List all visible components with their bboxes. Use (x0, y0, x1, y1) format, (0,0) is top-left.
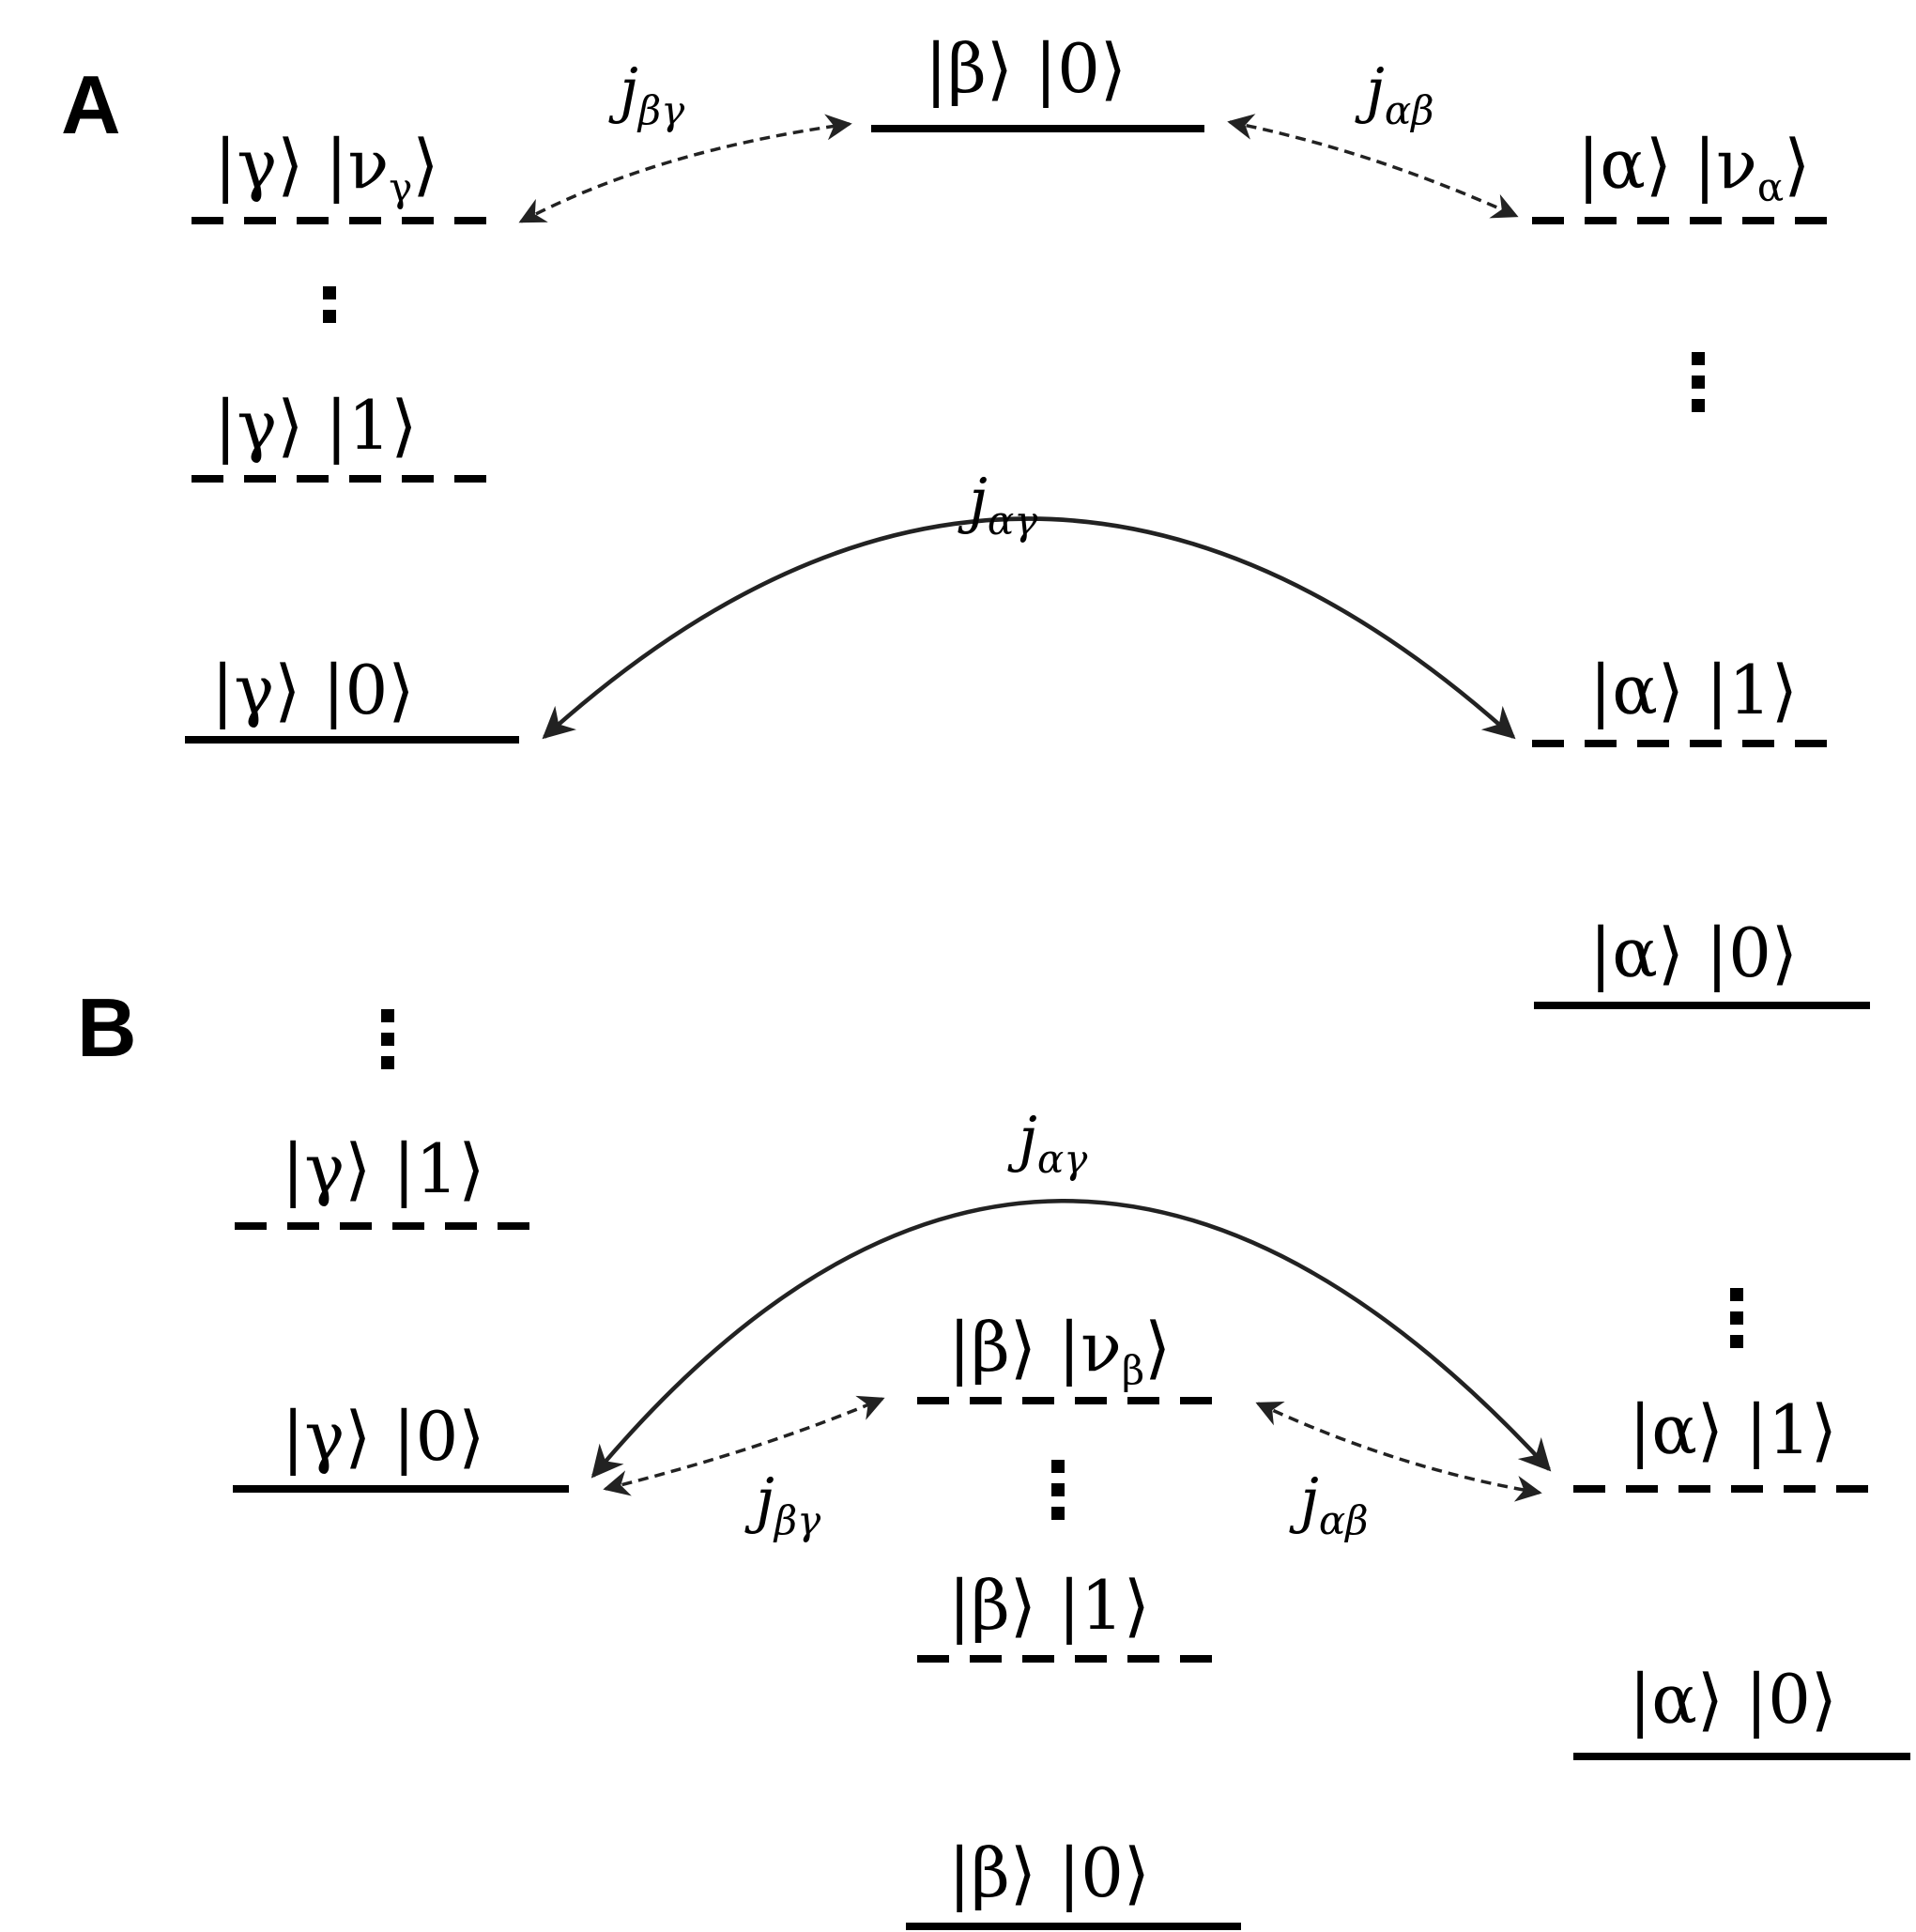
level-label: |γ⟩ |0⟩ (211, 651, 414, 729)
coupling-arrow-alpha-gamma (542, 516, 1516, 740)
coupling-arrow-alpha-beta (1227, 114, 1519, 219)
vertical-ellipsis (1051, 1460, 1065, 1520)
level-label: |γ⟩ |νγ⟩ (214, 125, 439, 210)
vertical-ellipsis (323, 286, 336, 323)
level-label: |γ⟩ |1⟩ (214, 386, 417, 465)
coupling-label-alpha-beta: jαβ (1289, 1466, 1369, 1543)
coupling-label-alpha-gamma: jαγ (1007, 1105, 1088, 1182)
level-label: |β⟩ |νβ⟩ (948, 1308, 1171, 1393)
level-a-beta-0: |β⟩ |0⟩ (871, 29, 1204, 132)
coupling-arrow-alpha-beta (1255, 1401, 1542, 1502)
panel-b-label: B (77, 981, 137, 1074)
level-a-gamma-1: |γ⟩ |1⟩ (192, 386, 499, 483)
level-b-alpha-0: |α⟩ |0⟩ (1573, 1660, 1910, 1760)
level-label: |γ⟩ |0⟩ (282, 1397, 484, 1476)
level-a-alpha-nu: |α⟩ |να⟩ (1532, 125, 1840, 224)
coupling-arrow-beta-gamma (603, 1395, 885, 1496)
level-label: |γ⟩ |1⟩ (282, 1129, 484, 1208)
level-a-gamma-0: |γ⟩ |0⟩ (185, 651, 519, 744)
level-a-alpha-0: |α⟩ |0⟩ (1534, 913, 1870, 1009)
level-label: |β⟩ |0⟩ (925, 29, 1127, 108)
level-b-gamma-0: |γ⟩ |0⟩ (233, 1397, 569, 1493)
level-a-gamma-nu: |γ⟩ |νγ⟩ (192, 125, 499, 224)
level-b-beta-nu: |β⟩ |νβ⟩ (917, 1308, 1230, 1404)
level-label: |α⟩ |1⟩ (1589, 651, 1798, 729)
vertical-ellipsis (1730, 1288, 1743, 1348)
level-a-alpha-1: |α⟩ |1⟩ (1532, 651, 1840, 747)
coupling-label-alpha-beta: jαβ (1355, 56, 1434, 133)
level-label: |β⟩ |1⟩ (948, 1566, 1150, 1645)
level-b-beta-0: |β⟩ |0⟩ (906, 1833, 1241, 1930)
vertical-ellipsis (381, 1009, 394, 1069)
level-label: |α⟩ |0⟩ (1589, 913, 1798, 992)
level-b-alpha-1: |α⟩ |1⟩ (1573, 1390, 1882, 1493)
coupling-label-alpha-gamma: jαγ (958, 467, 1038, 544)
level-label: |β⟩ |0⟩ (948, 1833, 1150, 1912)
panel-a-label: A (61, 58, 121, 151)
level-label: |α⟩ |να⟩ (1577, 125, 1810, 210)
level-b-gamma-1: |γ⟩ |1⟩ (235, 1129, 544, 1230)
level-label: |α⟩ |1⟩ (1629, 1390, 1837, 1469)
coupling-arrow-beta-gamma (518, 114, 852, 223)
coupling-label-beta-gamma: jβγ (608, 56, 685, 133)
coupling-label-beta-gamma: jβγ (744, 1466, 821, 1543)
level-label: |α⟩ |0⟩ (1629, 1660, 1837, 1739)
vertical-ellipsis (1692, 352, 1705, 412)
level-b-beta-1: |β⟩ |1⟩ (917, 1566, 1230, 1663)
coupling-arrow-alpha-gamma (590, 1199, 1552, 1479)
